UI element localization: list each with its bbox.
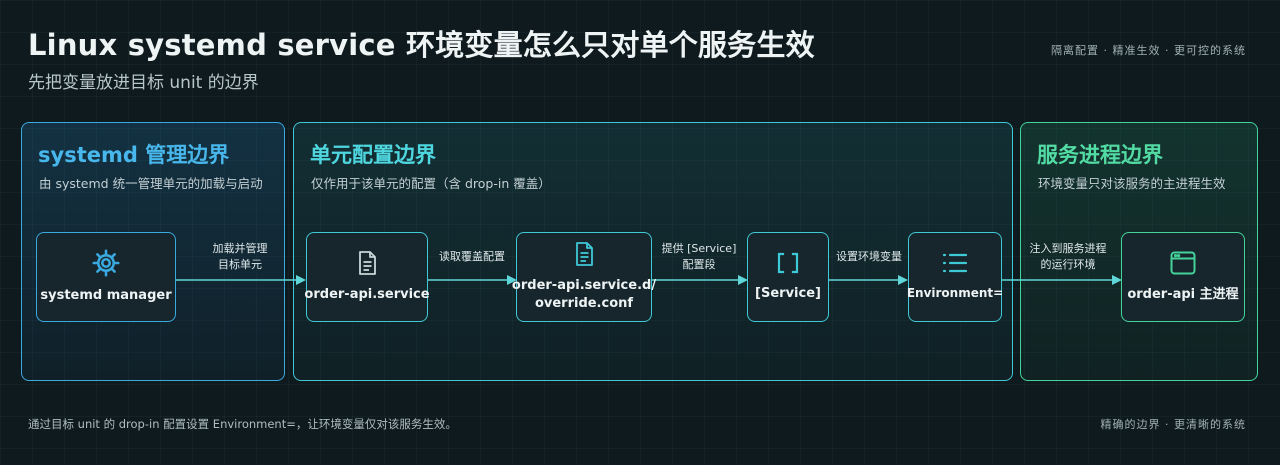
zone-title: 单元配置边界 (310, 143, 436, 167)
edge-label-manage: 加载并管理 目标单元 (212, 242, 268, 271)
node-service-section[interactable]: [Service] (747, 232, 829, 322)
file-icon (355, 250, 379, 280)
edge-label-set-env: 设置环境变量 (836, 250, 902, 263)
node-label-line2: override.conf (534, 296, 634, 311)
node-service-file[interactable]: order-api.service (304, 232, 430, 322)
node-systemd-manager[interactable]: systemd manager (36, 232, 176, 322)
brackets-icon (775, 251, 801, 279)
zone-title: systemd 管理边界 (38, 143, 230, 167)
node-override-conf[interactable]: order-api.service.d/ override.conf (512, 232, 656, 322)
zone-description: 由 systemd 统一管理单元的加载与启动 (39, 176, 263, 191)
list-icon (941, 252, 969, 278)
page-title: Linux systemd service 环境变量怎么只对单个服务生效 (28, 28, 815, 62)
node-label: order-api 主进程 (1127, 287, 1239, 302)
zone-title: 服务进程边界 (1037, 143, 1163, 167)
node-main-process[interactable]: order-api 主进程 (1121, 232, 1245, 322)
edge-label-provide-section: 提供 [Service] 配置段 (661, 242, 737, 271)
node-label: order-api.service (304, 287, 430, 302)
header-tagline: 隔离配置 · 精准生效 · 更可控的系统 (1051, 44, 1246, 57)
edge-label-inject: 注入到服务进程 的运行环境 (1029, 242, 1107, 271)
node-label: Environment= (906, 286, 1004, 300)
page-subtitle: 先把变量放进目标 unit 的边界 (28, 73, 259, 93)
node-environment[interactable]: Environment= (906, 232, 1004, 322)
gear-icon (92, 249, 120, 281)
file-text-icon (572, 241, 596, 271)
footer-note: 通过目标 unit 的 drop-in 配置设置 Environment=，让环… (28, 417, 457, 431)
node-label: systemd manager (40, 288, 172, 303)
window-icon (1169, 250, 1197, 280)
edge-label-read-override: 读取覆盖配置 (439, 250, 505, 263)
zone-description: 环境变量只对该服务的主进程生效 (1038, 176, 1226, 191)
node-label: [Service] (755, 286, 821, 301)
footer-tagline: 精确的边界 · 更清晰的系统 (1100, 418, 1246, 431)
node-label-line1: order-api.service.d/ (511, 278, 657, 293)
zone-description: 仅作用于该单元的配置（含 drop-in 覆盖） (311, 176, 551, 191)
